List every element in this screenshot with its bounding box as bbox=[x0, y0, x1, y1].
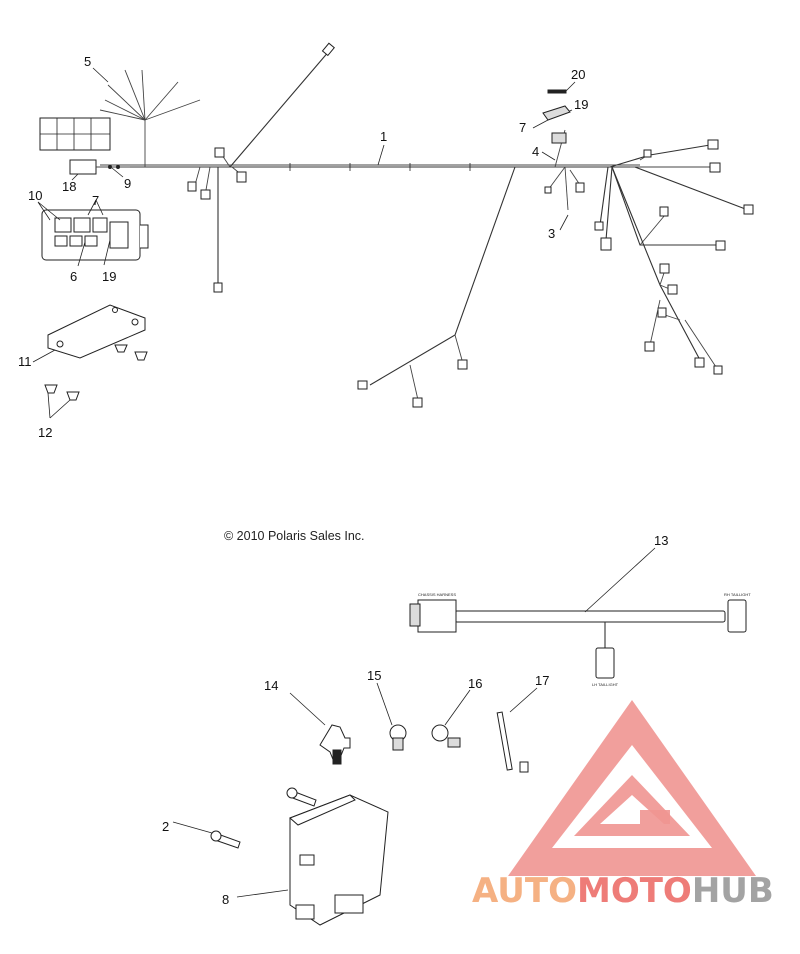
callout-12: 12 bbox=[38, 425, 52, 440]
callout-18: 18 bbox=[62, 179, 76, 194]
callout-9: 9 bbox=[124, 176, 131, 191]
callout-19-fusebox: 19 bbox=[102, 269, 116, 284]
taillight-harness bbox=[409, 599, 747, 679]
main-harness bbox=[99, 42, 754, 408]
callout-2: 2 bbox=[162, 819, 169, 834]
leader-lines bbox=[32, 67, 656, 898]
automotohub-wordmark: AUTOMOTOHUB bbox=[472, 871, 774, 911]
callout-7-fusebox: 7 bbox=[92, 193, 99, 208]
callout-5: 5 bbox=[84, 54, 91, 69]
callout-14: 14 bbox=[264, 678, 278, 693]
automotohub-logo bbox=[508, 700, 756, 876]
callout-4: 4 bbox=[532, 144, 539, 159]
callout-10: 10 bbox=[28, 188, 42, 203]
callout-20: 20 bbox=[571, 67, 585, 82]
callout-15: 15 bbox=[367, 668, 381, 683]
mounting-bracket bbox=[44, 304, 148, 401]
svg-text:AUTOMOTOHUB: AUTOMOTOHUB bbox=[472, 871, 774, 911]
callouts: 1 2 3 4 5 6 7 7 8 9 10 11 12 13 14 15 16… bbox=[18, 54, 668, 907]
fuse-box bbox=[41, 209, 149, 261]
p-clamp bbox=[431, 724, 461, 748]
label-chassis-harness: CHASSIS HARNESS bbox=[418, 592, 456, 597]
inline-fuse-holder bbox=[69, 159, 130, 175]
screws bbox=[210, 787, 317, 849]
callout-19-relay: 19 bbox=[574, 97, 588, 112]
callout-8: 8 bbox=[222, 892, 229, 907]
callout-13: 13 bbox=[654, 533, 668, 548]
callout-17: 17 bbox=[535, 673, 549, 688]
callout-3: 3 bbox=[548, 226, 555, 241]
harness-clip bbox=[319, 724, 351, 765]
label-lh-taillight: LH TAILLIGHT bbox=[592, 682, 619, 687]
callout-16: 16 bbox=[468, 676, 482, 691]
control-module bbox=[289, 794, 389, 926]
wordmark-hub: HUB bbox=[692, 871, 774, 911]
cable-tie bbox=[496, 711, 529, 773]
callout-11: 11 bbox=[18, 354, 32, 369]
cable-clamp bbox=[389, 724, 407, 751]
wordmark-auto: AUTO bbox=[472, 871, 577, 911]
wordmark-moto: MOTO bbox=[577, 871, 692, 911]
callout-1: 1 bbox=[380, 129, 387, 144]
label-rh-taillight: RH TAILLIGHT bbox=[724, 592, 751, 597]
fuse-label-plate bbox=[39, 117, 111, 151]
copyright-text: © 2010 Polaris Sales Inc. bbox=[224, 529, 365, 543]
callout-7-relay: 7 bbox=[519, 120, 526, 135]
callout-6: 6 bbox=[70, 269, 77, 284]
